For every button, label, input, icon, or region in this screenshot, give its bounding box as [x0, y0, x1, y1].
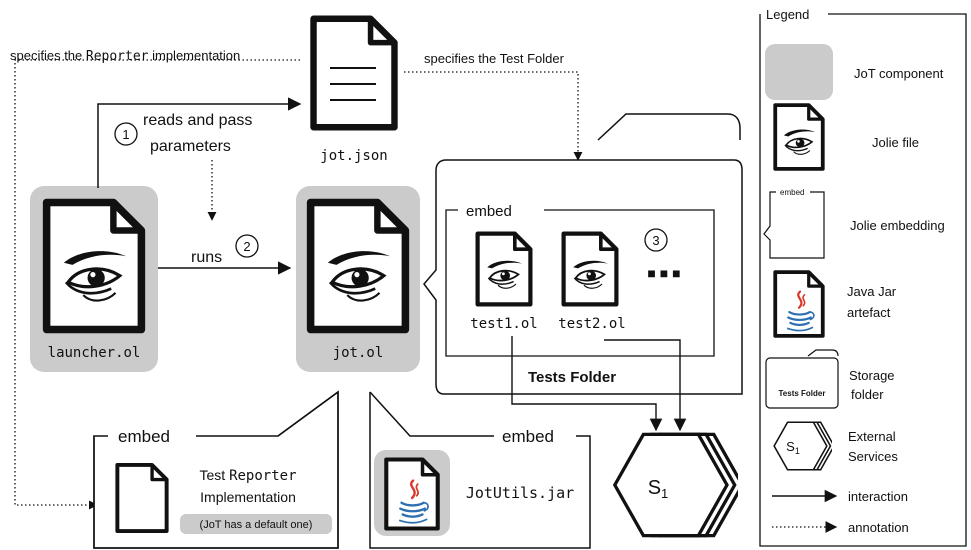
legend-annotation: annotation: [848, 520, 909, 535]
annotation-reporter-text: specifies the Reporter implementation: [10, 48, 240, 64]
legend-java-jar-2: artefact: [847, 305, 891, 320]
external-service-s1: S1: [613, 432, 738, 538]
jolie-eye-icon: [311, 202, 406, 329]
legend-embed-shape: [763, 191, 825, 259]
embed-inner-label: embed: [466, 203, 512, 220]
reporter-line2: Implementation: [200, 489, 296, 505]
tests-folder: Tests Folder embed test1.ol test2.ol ■ ■…: [423, 113, 743, 395]
step-1-label-line1: reads and pass: [143, 112, 252, 129]
legend-component-swatch: [765, 44, 833, 100]
legend-interaction: interaction: [848, 489, 908, 504]
legend-jolie-file: Jolie file: [872, 135, 919, 150]
annotation-reporter: specifies the Reporter implementation: [10, 48, 300, 510]
svg-text:Tests Folder: Tests Folder: [779, 389, 826, 398]
tests-folder-label: Tests Folder: [528, 369, 616, 386]
step-1: 1 reads and pass parameters: [114, 112, 252, 155]
jolie-eye-icon: [478, 234, 531, 305]
runs-label: runs: [191, 249, 222, 266]
svg-text:3: 3: [652, 233, 659, 248]
arrow-reads-params: [97, 97, 302, 188]
launcher-label: launcher.ol: [48, 345, 141, 361]
legend-jot-component: JoT component: [854, 66, 944, 81]
legend-java-jar-1: Java Jar: [847, 284, 897, 299]
launcher-component: launcher.ol: [30, 186, 158, 372]
document-icon: [117, 465, 166, 531]
jot-component: jot.ol: [296, 186, 420, 372]
svg-text:S1: S1: [786, 439, 800, 456]
legend: Legend JoT component Jolie file embed Jo…: [759, 7, 967, 547]
embed-reporter-label: embed: [118, 427, 170, 446]
arrow-test1-service: [511, 336, 663, 432]
reporter-embedding: embed Test Reporter Implementation (JoT …: [93, 390, 339, 549]
jot-ol-label: jot.ol: [333, 345, 384, 361]
svg-text:2: 2: [243, 239, 250, 254]
legend-ext-1: External: [848, 429, 896, 444]
embed-jar-label: embed: [502, 427, 554, 446]
reporter-note: (JoT has a default one): [200, 519, 313, 531]
jolie-eye-icon: [47, 202, 142, 329]
jolie-eye-icon: [564, 234, 617, 305]
test1-label: test1.ol: [470, 316, 537, 332]
annotation-test-folder-text: specifies the Test Folder: [424, 51, 565, 66]
more-tests-ellipsis: ■ ■ ■: [647, 265, 680, 281]
legend-title: Legend: [766, 7, 809, 22]
legend-jolie-embedding: Jolie embedding: [850, 218, 945, 233]
jot-json-file: jot.json: [314, 19, 395, 164]
reporter-line1: Test Reporter: [199, 467, 296, 484]
svg-text:1: 1: [122, 127, 129, 142]
annotation-arrow-test-folder: [404, 71, 583, 161]
test2-label: test2.ol: [558, 316, 625, 332]
service-s1-label: S1: [648, 477, 669, 501]
annotation-test-folder: specifies the Test Folder: [404, 50, 600, 161]
step-1-label-line2: parameters: [150, 138, 231, 155]
jolie-eye-icon: [775, 105, 823, 169]
jotutils-label: JotUtils.jar: [466, 484, 574, 502]
legend-storage-2: folder: [851, 387, 884, 402]
svg-text:embed: embed: [780, 188, 804, 197]
legend-ext-2: Services: [848, 449, 898, 464]
folder-icon: [765, 357, 839, 409]
jar-embedding: embed JotUtils.jar: [369, 391, 591, 549]
legend-storage-1: Storage: [849, 368, 895, 383]
java-jar-icon: [386, 460, 437, 529]
step-3: [644, 228, 668, 252]
jot-json-label: jot.json: [320, 148, 387, 164]
step-2: runs 2: [191, 234, 259, 266]
service-icon: [773, 421, 832, 471]
java-jar-icon: [775, 272, 823, 336]
arrow-test2-service: [604, 339, 687, 432]
